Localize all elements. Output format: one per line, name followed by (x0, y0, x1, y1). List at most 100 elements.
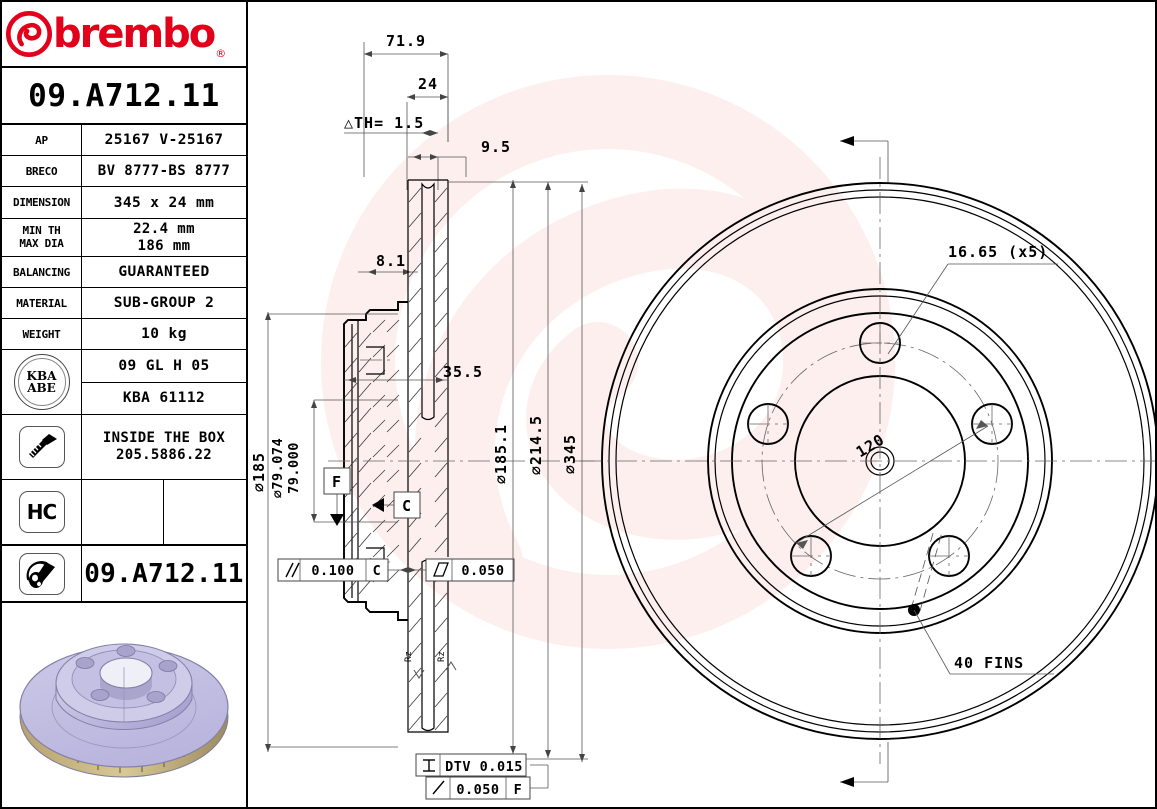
row-value: 22.4 mm 186 mm (82, 219, 246, 256)
dim-label: ⌀185 (250, 452, 268, 492)
accessory-icon-cell (2, 415, 82, 479)
fcf-value: 0.050 (456, 782, 499, 798)
dim-dia-185-1: ⌀185.1 (492, 180, 516, 754)
row-key-line2: MAX DIA (19, 236, 64, 250)
hc-blank-cell-a (82, 480, 164, 544)
hc-blank-cell-b (164, 480, 246, 544)
dim-label: ⌀345 (561, 434, 579, 474)
view-direction-arrows (840, 136, 889, 787)
brembo-logo: brembo ® (2, 2, 246, 68)
fcf-datum: F (514, 782, 523, 798)
table-row-material: MATERIAL SUB-GROUP 2 (2, 288, 246, 319)
seal-line2: ABE (27, 381, 56, 395)
fcf-dtv: DTV 0.015 (415, 753, 527, 777)
disc-face-geometry (580, 157, 1155, 764)
spec-panel: brembo ® 09.A712.11 AP 25167 V-25167 BRE… (2, 2, 248, 807)
row-key: WEIGHT (2, 319, 82, 349)
datum-label: F (332, 473, 342, 491)
row-key: DIMENSION (2, 187, 82, 218)
callout-pcd: 120 (795, 420, 989, 549)
callout-fins: 40 FINS (908, 529, 1054, 675)
product-code-header: 09.A712.11 (2, 68, 246, 125)
row-value: GUARANTEED (118, 264, 210, 280)
row-value: 10 kg (141, 326, 187, 342)
tire-brake-icon (18, 552, 65, 595)
table-row-weight: WEIGHT 10 kg (2, 319, 246, 350)
table-row-kba: KBA ABE 09 GL H 05 KBA 61112 (2, 350, 246, 415)
screw-glyph (28, 434, 57, 458)
accessory-text: INSIDE THE BOX 205.5886.22 (82, 415, 246, 479)
dim-8-1: 8.1 (358, 252, 418, 275)
dim-dia-185: ⌀185 (250, 312, 398, 752)
dim-label: ⌀214.5 (527, 415, 545, 475)
table-row-dimension: DIMENSION 345 x 24 mm (2, 187, 246, 219)
brake-disc-3d-render (19, 642, 229, 777)
dim-9-5: 9.5 (408, 138, 510, 190)
hc-badge-icon: HC (18, 491, 65, 533)
kba-number: KBA 61112 (122, 390, 206, 407)
table-row-tire-code: 09.A712.11 (2, 546, 246, 603)
datum-f: F (323, 467, 351, 526)
table-row-min-th-max-dia: MIN TH MAX DIA 22.4 mm 186 mm (2, 219, 246, 257)
brembo-b-logo-icon (6, 11, 52, 57)
dim-label: ⌀79.074 (270, 438, 286, 498)
callout-label: 40 FINS (954, 654, 1024, 672)
seal-line1: KBA (26, 369, 57, 383)
face-view-layer: 16.65 (x5) 120 40 FINS (580, 136, 1155, 787)
callout-bolt-hole: 16.65 (x5) (887, 243, 1058, 355)
dim-label: 8.1 (376, 252, 406, 270)
dim-dia-345: ⌀345 (561, 184, 585, 762)
section-view-layer: 71.9 24 △TH= 1.5 (250, 32, 608, 800)
surface-finish-symbols: Rz Rz (404, 651, 457, 679)
datum-c: C (372, 491, 421, 519)
row-key: MIN TH MAX DIA (2, 219, 82, 256)
table-row-balancing: BALANCING GUARANTEED (2, 257, 246, 288)
surface-mark-right: Rz (437, 651, 447, 662)
dim-label: 71.9 (386, 32, 426, 50)
registered-mark: ® (215, 47, 227, 60)
table-row-accessory: INSIDE THE BOX 205.5886.22 (2, 415, 246, 480)
dim-label: 24 (418, 75, 438, 93)
dim-th-delta: △TH= 1.5 (344, 114, 438, 136)
row-value: BV 8777-BS 8777 (97, 163, 231, 179)
row-value: 25167 V-25167 (104, 132, 224, 148)
callout-label: 16.65 (x5) (948, 243, 1048, 261)
table-row-hc: HC (2, 480, 246, 546)
fcf-flatness: 0.050 (408, 558, 515, 582)
dim-35-5: 35.5 (344, 363, 483, 383)
kba-seal-cell: KBA ABE (2, 350, 82, 414)
fcf-value: 0.050 (461, 563, 504, 579)
technical-drawing: 71.9 24 △TH= 1.5 (248, 2, 1155, 807)
kba-values: 09 GL H 05 KBA 61112 (82, 350, 246, 414)
dim-label: △TH= 1.5 (344, 114, 424, 132)
row-value-line2: 186 mm (137, 237, 191, 254)
hc-icon-cell: HC (2, 480, 82, 544)
fcf-value: DTV 0.015 (445, 759, 523, 775)
callout-label: 120 (853, 430, 888, 461)
accessory-line2: 205.5886.22 (115, 447, 213, 463)
kba-approval: 09 GL H 05 (82, 350, 246, 383)
fcf-parallelism: 0.100 C (277, 558, 408, 582)
table-row-ap: AP 25167 V-25167 (2, 125, 246, 156)
dim-dia-79: ⌀79.074 79.000 (270, 399, 398, 523)
datum-label: C (402, 497, 412, 515)
row-key: BRECO (2, 156, 82, 186)
row-key: MATERIAL (2, 288, 82, 318)
dim-24: 24 (406, 75, 449, 190)
dim-label: 35.5 (443, 363, 483, 381)
kba-abe-seal-icon: KBA ABE (13, 354, 70, 410)
brembo-wordmark: brembo (53, 11, 216, 57)
fcf-value: 0.100 (311, 563, 354, 579)
tire-product-code: 09.A712.11 (84, 558, 244, 589)
row-key-line1: MIN TH (22, 223, 61, 237)
fcf-datum: C (373, 563, 382, 579)
fcf-runout: 0.050 F (425, 764, 549, 800)
dim-dia-214-5: ⌀214.5 (527, 182, 551, 758)
dim-label: ⌀185.1 (492, 424, 510, 484)
product-photo (2, 603, 246, 807)
row-value: 345 x 24 mm (113, 194, 215, 211)
table-row-breco: BRECO BV 8777-BS 8777 (2, 156, 246, 187)
tire-icon-cell (2, 546, 82, 601)
hc-label: HC (26, 500, 57, 524)
